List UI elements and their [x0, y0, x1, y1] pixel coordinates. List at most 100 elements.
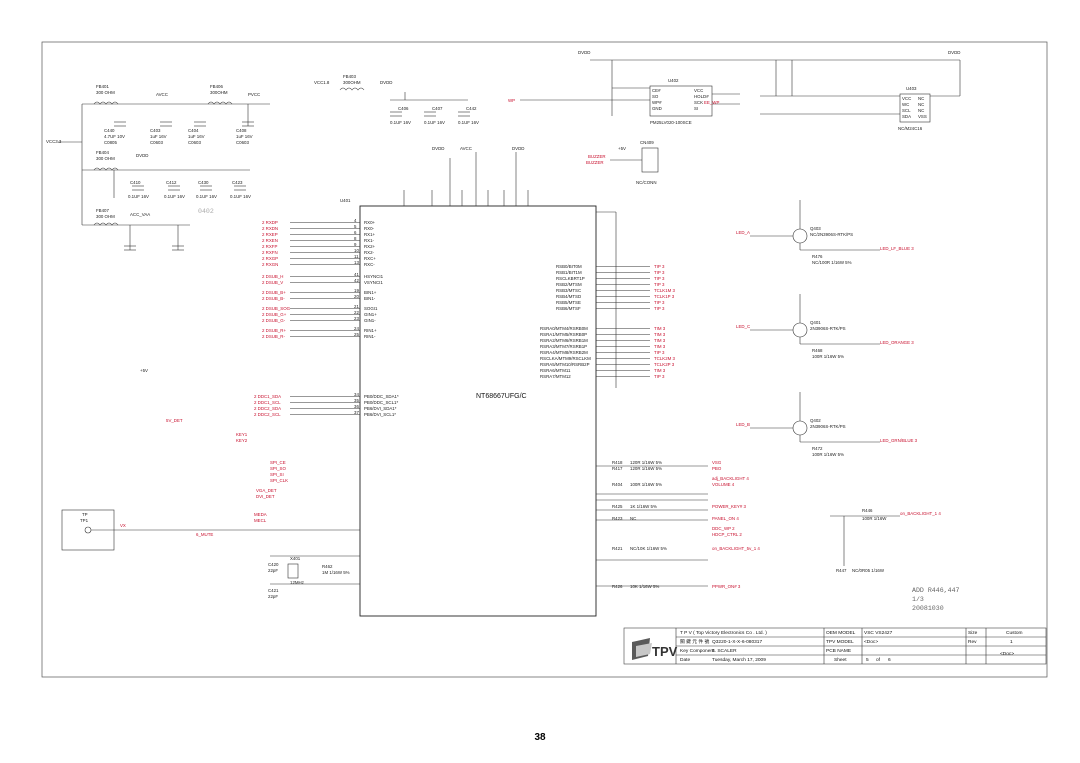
- left-pin-net: 2 RXFP: [262, 244, 277, 249]
- right-pin2-name: RSRA2/MTM6/RSRB1M: [540, 338, 588, 343]
- right-pin2-net: TCLK2P 3: [654, 362, 675, 367]
- cap-ref: C407: [432, 106, 443, 111]
- left-pin-name: BIN1+: [364, 290, 377, 295]
- cap-pkg: C0603: [188, 140, 201, 145]
- right-pin-name: RSB4/MTSD: [556, 294, 581, 299]
- left-pin-num: 25: [354, 332, 359, 337]
- cap-ref: C423: [232, 180, 243, 185]
- signal-r: R404: [612, 482, 623, 487]
- left-pin-num: 41: [354, 272, 359, 277]
- signal-net: PBO: [712, 466, 722, 471]
- right-pin-name: RSB0/BIT0M: [556, 264, 582, 269]
- cap-val: 0.1UF 16V: [458, 120, 479, 125]
- right-pin-name: RSB5/MTSE: [556, 300, 581, 305]
- led-r: R476: [812, 254, 823, 259]
- ddc-pin-name: PB6/DVI_SDA1*: [364, 406, 397, 411]
- net-key2: KEY2: [236, 438, 248, 443]
- eeprom2-pin-right: NC: [918, 96, 924, 101]
- left-pin-net: 2 DSUB_H: [262, 274, 283, 279]
- cap-ref: C403: [150, 128, 161, 133]
- left-pin-net: 2 RXEP: [262, 232, 278, 237]
- cap-ref: C406: [398, 106, 409, 111]
- signal-val: 100R 1/16W 5%: [630, 482, 662, 487]
- tb-keycomp: Q3220-1-X-X-6-080317: [712, 639, 762, 645]
- left-pin-name: RIN1-: [364, 334, 376, 339]
- ferrite-fb407-ref: FB407: [96, 208, 109, 213]
- crystal-c1: C420: [268, 562, 279, 567]
- tb-sheet-label: Sheet: [834, 657, 847, 663]
- misc-net: VX: [120, 523, 126, 528]
- signal-net: HDCP_CTRL 2: [712, 532, 742, 537]
- left-pin-net: 2 RXFN: [262, 250, 278, 255]
- right-pin-net: TIP 3: [654, 270, 665, 275]
- net-dvdd-chip2: DVDD: [432, 146, 444, 151]
- signal-net: PPWR_ON# 3: [712, 584, 741, 589]
- connector-name: NC/CONN: [636, 180, 657, 185]
- left-pin-num: 9: [354, 242, 357, 247]
- eeprom2-pin-left: VCC: [902, 96, 911, 101]
- misc-net: MEDA: [254, 512, 267, 517]
- right-pin2-name: RSRA3/MTM7/RSRB1P: [540, 344, 587, 349]
- handwritten-line1: ADD R446,447: [912, 587, 960, 594]
- right-pin-net: TIP 3: [654, 282, 665, 287]
- signal-r: R418: [612, 460, 623, 465]
- left-pin-num: 4: [354, 218, 357, 223]
- right-pin-name: RSB1/BIT1M: [556, 270, 582, 275]
- crystal-r: R462: [322, 564, 333, 569]
- net-avcc: AVCC: [156, 92, 168, 97]
- eeprom-pin-left: GND: [652, 106, 662, 111]
- eeprom-pin-left: WP#: [652, 100, 662, 105]
- crystal-r-val: 1M 1/16W 5%: [322, 570, 350, 575]
- led-rval: NC/100R 1/16W 5%: [812, 260, 852, 265]
- backlight-r446-val: 100R 1/16W: [862, 516, 887, 521]
- backlight-r446: R446: [862, 508, 873, 513]
- led-rval: 100R 1/16W 5%: [812, 354, 844, 359]
- cap-ref: C430: [198, 180, 209, 185]
- tb-tpvmodel-label: TPV MODEL: [826, 639, 854, 645]
- led-part: NC/2N3906S-RTK/PS: [810, 232, 853, 237]
- net-vcc33: VCC3.3: [46, 139, 62, 144]
- net-pvcc: PVCC: [248, 92, 260, 97]
- ddc-pin-name: PB0/DDC_SDA1*: [364, 394, 399, 399]
- ddc-pin-num: 34: [354, 392, 359, 397]
- left-pin-net: 2 DSUB_B+: [262, 290, 286, 295]
- left-pin-net: 2 DSUB_V: [262, 280, 283, 285]
- main-chip-name: NT68667UFG/C: [476, 393, 527, 400]
- cap-ref: C412: [166, 180, 177, 185]
- led-net: LED_C: [736, 324, 750, 329]
- crystal-ref: X401: [290, 556, 301, 561]
- tb-sheetname: 5. SCALER: [712, 648, 737, 654]
- led-net: LED_A: [736, 230, 750, 235]
- left-pin-num: 23: [354, 316, 359, 321]
- tb-oem: VSC VS2427: [864, 630, 893, 636]
- ferrite-fb407-val: 300 OHM: [96, 214, 115, 219]
- right-pin-name: RSCLKBRT1P: [556, 276, 585, 281]
- cap-ref: C410: [130, 180, 141, 185]
- net-dvdd-left: DVDD: [136, 153, 148, 158]
- signal-net: DDC_WP 2: [712, 526, 735, 531]
- misc-net: SPI_SO: [270, 466, 286, 471]
- led-r: R472: [812, 446, 823, 451]
- right-pin-name: RSB6/MTSF: [556, 306, 581, 311]
- crystal-freq: 12MHz: [290, 580, 304, 585]
- eeprom-u402-part: PM25LV020-100SCE: [650, 120, 692, 125]
- crystal-c1-val: 22pF: [268, 568, 278, 573]
- tb-size: Custom: [1006, 630, 1023, 636]
- cap-val: 0.1UF 16V: [128, 194, 149, 199]
- eeprom-u403-part: NC/M24C16: [898, 126, 923, 131]
- misc-net: BUZZER: [586, 160, 604, 165]
- left-pin-name: RXC-: [364, 262, 375, 267]
- page-number: 38: [534, 732, 546, 743]
- connector-ref: CN409: [640, 140, 654, 145]
- left-pin-num: 19: [354, 288, 359, 293]
- misc-net: MECL: [254, 518, 267, 523]
- right-pin2-name: RSRA4/MTM8/RSRB2M: [540, 350, 588, 355]
- right-pin2-net: TCLK2M 3: [654, 356, 676, 361]
- signal-r: R421: [612, 546, 623, 551]
- ferrite-fb403-ref: FB403: [343, 74, 356, 79]
- signal-val: 120R 1/16W 5%: [630, 460, 662, 465]
- ferrite-fb401-ref: FB401: [96, 84, 109, 89]
- faded-note: 0402: [198, 208, 214, 215]
- misc-net: 6_MUTE: [196, 532, 213, 537]
- misc-net: DVI_DET: [256, 494, 275, 499]
